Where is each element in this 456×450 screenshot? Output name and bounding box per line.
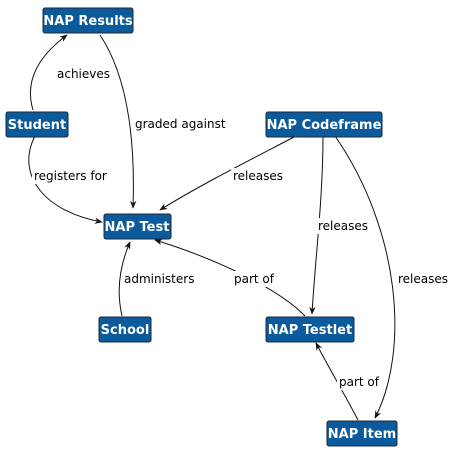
edge-label-backing bbox=[122, 271, 197, 287]
edge-releases-item bbox=[334, 135, 396, 419]
edge-labels: achieves graded against registers for re… bbox=[32, 66, 451, 390]
node-label-nap-codeframe: NAP Codeframe bbox=[267, 118, 382, 133]
edge-label-releases-test: releases bbox=[233, 169, 283, 183]
edge-label-graded-against: graded against bbox=[135, 117, 226, 131]
edge-releases-test bbox=[159, 135, 297, 211]
edge-administers bbox=[118, 241, 131, 317]
node-nap-item[interactable]: NAP Item bbox=[326, 420, 398, 447]
node-label-nap-testlet: NAP Testlet bbox=[268, 323, 352, 338]
node-nap-testlet[interactable]: NAP Testlet bbox=[265, 316, 355, 343]
node-label-nap-test: NAP Test bbox=[105, 220, 170, 235]
edge-label-achieves: achieves bbox=[57, 67, 110, 81]
node-school[interactable]: School bbox=[98, 316, 152, 343]
edge-label-backing bbox=[232, 271, 277, 287]
node-nap-codeframe[interactable]: NAP Codeframe bbox=[265, 111, 383, 138]
node-label-nap-item: NAP Item bbox=[328, 427, 396, 442]
edge-label-registers-for: registers for bbox=[34, 169, 107, 183]
edge-label-backing bbox=[231, 168, 286, 184]
edge-registers-for bbox=[28, 135, 103, 224]
edge-label-backing bbox=[316, 218, 371, 234]
node-nap-test[interactable]: NAP Test bbox=[103, 213, 172, 240]
edge-label-part-of-testlet: part of bbox=[234, 272, 275, 286]
edge-label-releases-item: releases bbox=[398, 272, 448, 286]
edge-graded-against bbox=[99, 34, 137, 209]
edge-label-releases-testlet: releases bbox=[318, 219, 368, 233]
edge-label-backing bbox=[133, 116, 228, 132]
edge-label-backing bbox=[55, 66, 113, 82]
edge-label-administers: administers bbox=[124, 272, 194, 286]
node-label-school: School bbox=[101, 323, 150, 338]
edge-label-backing bbox=[32, 168, 109, 184]
node-label-student: Student bbox=[8, 118, 66, 133]
edge-label-backing bbox=[396, 271, 451, 287]
node-student[interactable]: Student bbox=[5, 111, 69, 138]
edge-achieves bbox=[29, 34, 68, 111]
edge-label-backing bbox=[337, 374, 382, 390]
node-nap-results[interactable]: NAP Results bbox=[42, 7, 134, 34]
node-label-nap-results: NAP Results bbox=[43, 14, 132, 29]
edge-label-part-of-item: part of bbox=[339, 375, 380, 389]
